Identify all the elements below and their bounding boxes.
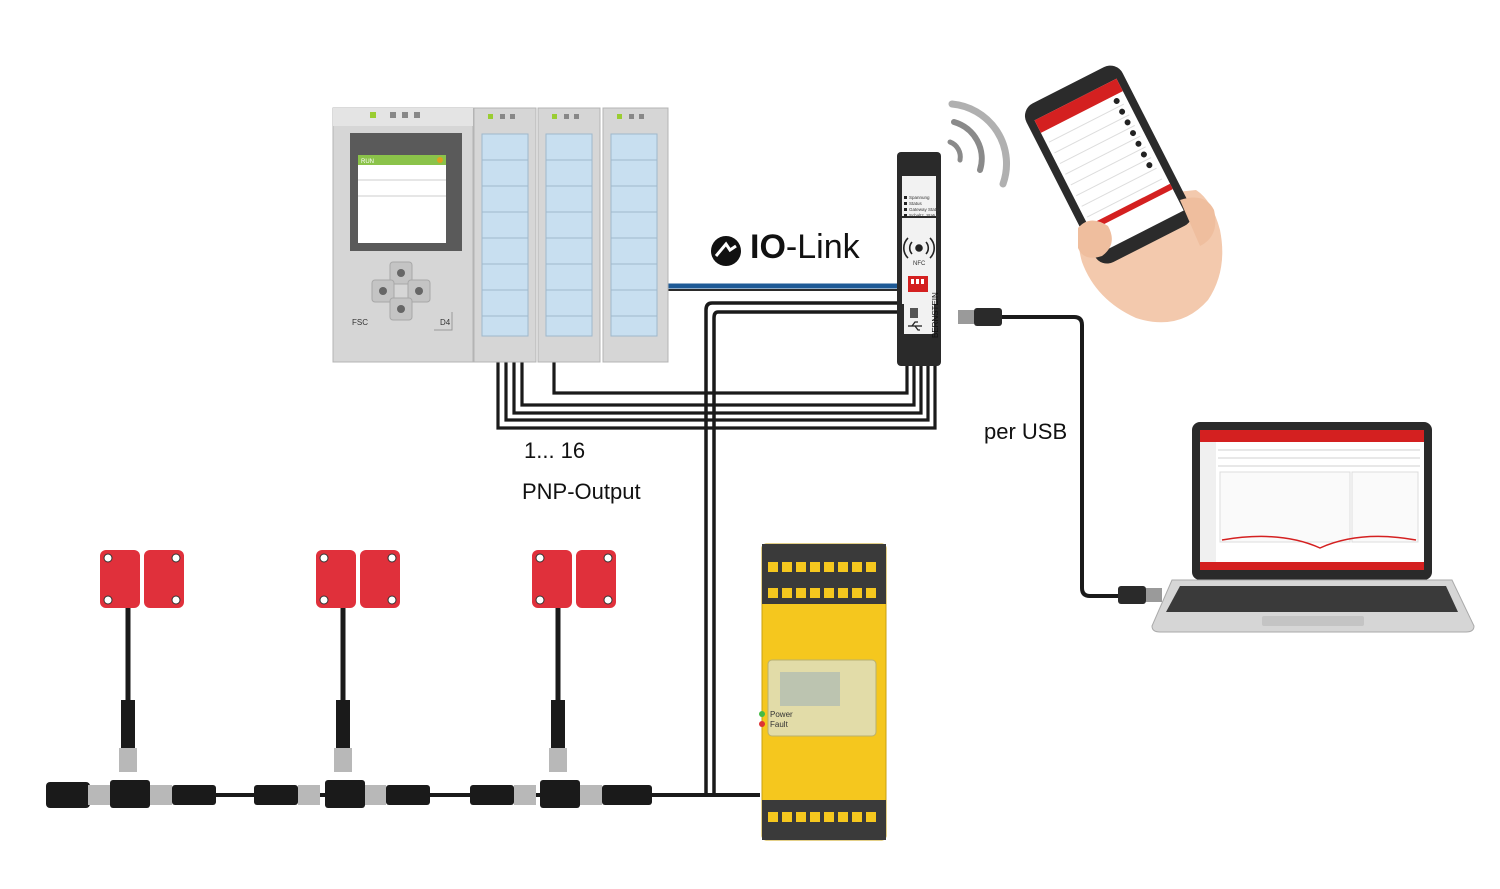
output-range-label: 1... 16 [524,438,586,463]
safety-sensor-3 [532,550,616,772]
relay-led-power: Power [770,710,793,719]
plc-io-module-1 [473,107,537,363]
gateway-led-label: Gateway Status [909,207,942,212]
plc-brand-left: FSC [352,318,368,327]
usb-cable [958,308,1162,604]
gateway-led-label: Spannung [909,195,930,200]
sensor-bus-line [46,780,760,808]
laptop [1151,422,1475,633]
gateway-nfc-label: NFC [913,261,926,267]
usb-icon [908,321,922,331]
sensor-bus-cable [704,301,900,796]
io-link-cable [668,283,900,291]
io-link-label-prefix: IO [750,228,786,266]
plc-screen-status: RUN [361,159,374,165]
gateway-brand: BERNSTEIN [931,292,940,338]
relay-led-fault: Fault [770,720,789,729]
gateway-led-label: Schaltz. Status [909,213,940,218]
plc-io-module-2 [537,107,601,363]
io-link-gateway: NFC BERNSTEIN [897,152,941,366]
io-link-logo-icon [711,236,741,266]
gateway-led-label: Status [909,201,923,206]
io-link-label: IO-Link [750,228,860,267]
plc-brand-right: D4 [440,318,451,327]
usb-label: per USB [984,419,1068,444]
io-link-label-suffix: -Link [785,228,860,266]
safety-sensor-2 [316,550,400,772]
pnp-output-label: PNP-Output [522,479,641,504]
plc-io-module-3 [602,107,669,363]
safety-plc: RUN FSC D4 [332,107,669,363]
smartphone-app [1024,65,1223,323]
safety-sensor-1 [100,550,184,772]
wireless-signal-icon [947,100,1011,188]
gateway-status-leds [904,196,907,217]
nfc-icon [903,237,935,259]
safety-relay-module: Power Fault [759,543,887,841]
pnp-output-cables [496,360,937,430]
